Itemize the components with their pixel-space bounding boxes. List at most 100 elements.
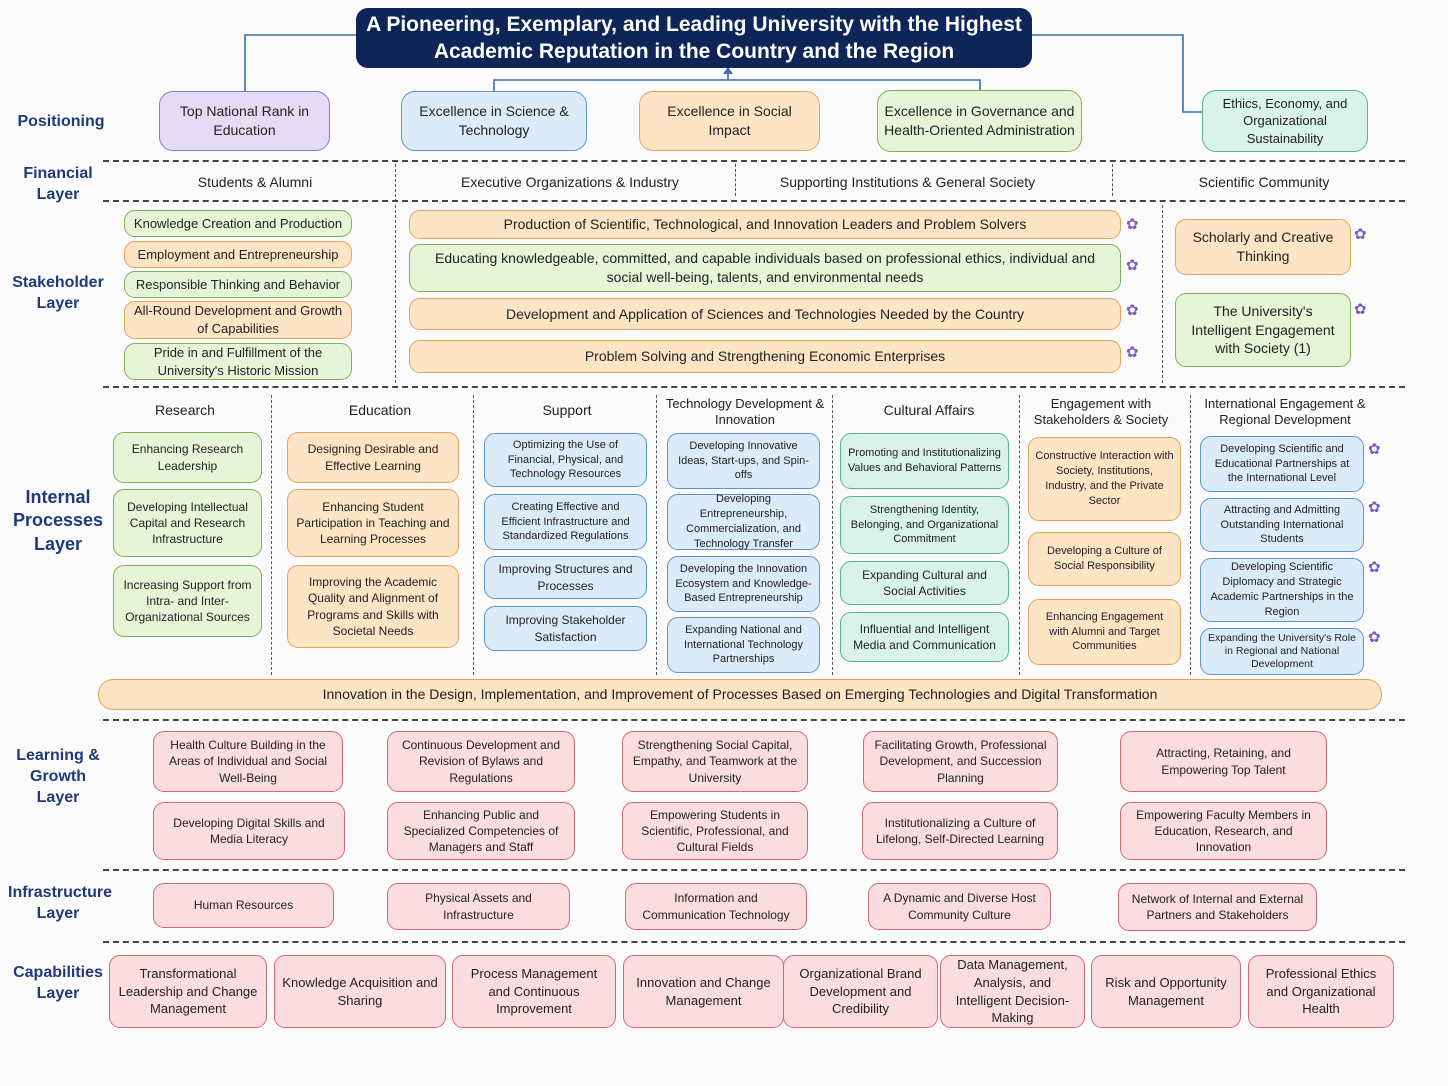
gear-icon: ✿ — [1354, 301, 1367, 318]
internal-item: Expanding the University's Role in Regio… — [1200, 628, 1364, 675]
internal-item: Developing a Culture of Social Responsib… — [1028, 532, 1181, 586]
layer-label-positioning: Positioning — [17, 113, 105, 130]
divider — [656, 395, 657, 675]
stakeholder-item: Knowledge Creation and Production — [124, 210, 352, 237]
learning-item: Institutionalizing a Culture of Lifelong… — [862, 802, 1058, 860]
internal-item: Expanding Cultural and Social Activities — [840, 561, 1009, 605]
capability-item: Risk and Opportunity Management — [1091, 955, 1241, 1028]
learning-item: Enhancing Public and Specialized Compete… — [387, 802, 575, 860]
layer-label-financial: Financial Layer — [23, 165, 93, 203]
capability-item: Knowledge Acquisition and Sharing — [274, 955, 446, 1028]
stakeholder-item: Educating knowledgeable, committed, and … — [409, 244, 1121, 292]
gear-icon: ✿ — [1126, 257, 1139, 274]
capability-item: Innovation and Change Management — [623, 955, 784, 1028]
learning-item: Empowering Faculty Members in Education,… — [1120, 802, 1327, 860]
internal-header-research: Research — [155, 402, 215, 418]
learning-item: Developing Digital Skills and Media Lite… — [153, 802, 345, 860]
divider — [103, 386, 1405, 388]
learning-item: Strengthening Social Capital, Empathy, a… — [622, 731, 808, 792]
positioning-item: Ethics, Economy, and Organizational Sust… — [1202, 90, 1368, 152]
gear-icon: ✿ — [1368, 629, 1381, 646]
divider — [1112, 164, 1113, 196]
divider — [735, 164, 736, 196]
financial-header: Executive Organizations & Industry — [461, 174, 679, 190]
learning-item: Empowering Students in Scientific, Profe… — [622, 802, 808, 860]
divider — [103, 869, 1405, 871]
infrastructure-item: Network of Internal and External Partner… — [1118, 883, 1317, 931]
internal-header-international: International Engagement & Regional Deve… — [1204, 396, 1366, 428]
internal-header-support: Support — [542, 402, 592, 418]
internal-header-cultural: Cultural Affairs — [883, 402, 975, 418]
internal-item: Promoting and Institutionalizing Values … — [840, 433, 1009, 489]
stakeholder-item: Employment and Entrepreneurship — [124, 241, 352, 268]
internal-item: Developing Innovative Ideas, Start-ups, … — [667, 433, 820, 489]
stakeholder-item: Production of Scientific, Technological,… — [409, 210, 1121, 239]
internal-item: Strengthening Identity, Belonging, and O… — [840, 496, 1009, 554]
divider — [271, 395, 272, 675]
internal-item: Enhancing Research Leadership — [113, 432, 262, 483]
divider — [1190, 395, 1191, 675]
stakeholder-item: Development and Application of Sciences … — [409, 298, 1121, 330]
internal-item: Attracting and Admitting Outstanding Int… — [1200, 498, 1364, 552]
gear-icon: ✿ — [1368, 441, 1381, 458]
internal-item: Influential and Intelligent Media and Co… — [840, 612, 1009, 662]
divider — [103, 719, 1405, 721]
stakeholder-item: Responsible Thinking and Behavior — [124, 271, 352, 298]
layer-label-learning: Learning & Growth Layer — [16, 747, 100, 806]
positioning-item: Excellence in Governance and Health-Orie… — [877, 90, 1082, 152]
internal-item: Enhancing Engagement with Alumni and Tar… — [1028, 599, 1181, 665]
gear-icon: ✿ — [1354, 226, 1367, 243]
infrastructure-item: A Dynamic and Diverse Host Community Cul… — [868, 883, 1051, 930]
divider — [395, 205, 396, 383]
internal-item: Expanding National and International Tec… — [667, 617, 820, 673]
internal-item: Creating Effective and Efficient Infrast… — [484, 494, 647, 550]
financial-header: Supporting Institutions & General Societ… — [779, 174, 1036, 190]
divider — [832, 395, 833, 675]
positioning-item: Top National Rank in Education — [159, 91, 330, 151]
layer-label-capabilities: Capabilities Layer — [13, 964, 103, 1002]
gear-icon: ✿ — [1126, 302, 1139, 319]
divider — [1162, 205, 1163, 383]
infrastructure-item: Physical Assets and Infrastructure — [387, 883, 570, 930]
internal-item: Improving Stakeholder Satisfaction — [484, 606, 647, 651]
stakeholder-item: All-Round Development and Growth of Capa… — [124, 301, 352, 339]
internal-item: Developing Scientific Diplomacy and Stra… — [1200, 558, 1364, 622]
layer-label-stakeholder: Stakeholder Layer — [12, 274, 104, 312]
internal-item: Designing Desirable and Effective Learni… — [287, 432, 459, 483]
internal-item: Developing Entrepreneurship, Commerciali… — [667, 493, 820, 550]
divider — [103, 160, 1405, 162]
layer-label-internal: Internal Processes Layer — [12, 487, 104, 554]
divider — [473, 395, 474, 675]
internal-item: Enhancing Student Participation in Teach… — [287, 489, 459, 557]
internal-item: Increasing Support from Intra- and Inter… — [113, 565, 262, 637]
financial-header: Scientific Community — [1198, 174, 1330, 190]
infrastructure-item: Information and Communication Technology — [625, 883, 807, 930]
internal-header-education: Education — [348, 402, 412, 418]
capability-item: Organizational Brand Development and Cre… — [783, 955, 938, 1028]
internal-header-tech: Technology Development & Innovation — [665, 396, 825, 428]
gear-icon: ✿ — [1368, 559, 1381, 576]
gear-icon: ✿ — [1126, 344, 1139, 361]
positioning-item: Excellence in Social Impact — [639, 91, 820, 151]
learning-item: Health Culture Building in the Areas of … — [153, 731, 343, 792]
internal-item: Developing the Innovation Ecosystem and … — [667, 556, 820, 612]
divider — [395, 164, 396, 202]
internal-item: Improving Structures and Processes — [484, 556, 647, 599]
infrastructure-item: Human Resources — [153, 883, 334, 928]
internal-item: Constructive Interaction with Society, I… — [1028, 437, 1181, 521]
vision-title: A Pioneering, Exemplary, and Leading Uni… — [356, 8, 1032, 68]
internal-item: Developing Intellectual Capital and Rese… — [113, 489, 262, 557]
internal-header-engagement: Engagement with Stakeholders & Society — [1033, 396, 1169, 428]
gear-icon: ✿ — [1368, 499, 1381, 516]
divider — [1019, 395, 1020, 675]
capability-item: Data Management, Analysis, and Intellige… — [940, 955, 1085, 1028]
layer-label-infrastructure: Infrastructure Layer — [8, 884, 113, 922]
capability-item: Transformational Leadership and Change M… — [109, 955, 267, 1028]
internal-banner: Innovation in the Design, Implementation… — [98, 679, 1382, 710]
gear-icon: ✿ — [1126, 216, 1139, 233]
capability-item: Professional Ethics and Organizational H… — [1248, 955, 1394, 1028]
capability-item: Process Management and Continuous Improv… — [452, 955, 616, 1028]
internal-item: Improving the Academic Quality and Align… — [287, 565, 459, 648]
stakeholder-item: The University's Intelligent Engagement … — [1175, 293, 1351, 367]
learning-item: Attracting, Retaining, and Empowering To… — [1120, 731, 1327, 792]
